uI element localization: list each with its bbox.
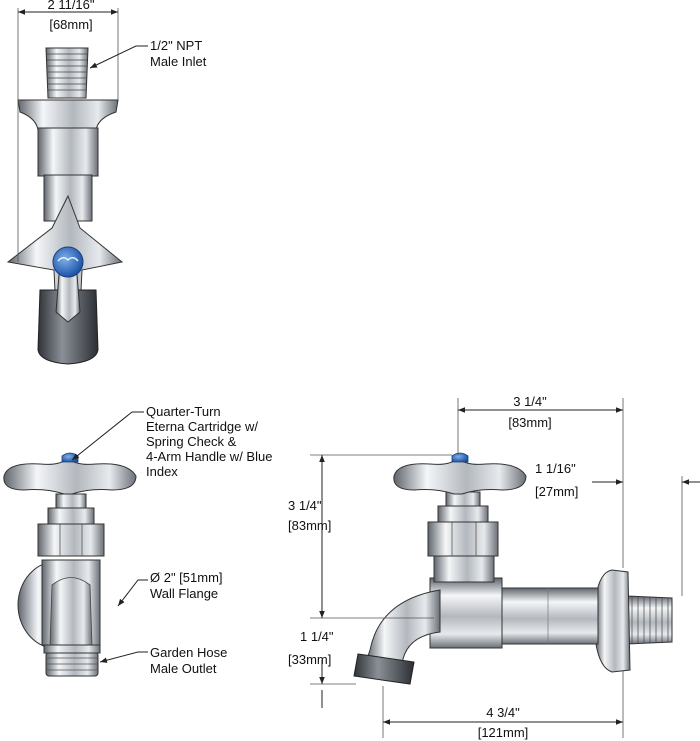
hex-nut xyxy=(37,523,105,557)
drop-mm: [33mm] xyxy=(288,652,331,667)
valve-body xyxy=(37,127,99,177)
outlet-spout xyxy=(37,289,99,365)
outlet-label-line2: Male Outlet xyxy=(150,661,217,676)
side-handle xyxy=(3,457,137,495)
flange-label-line1: Ø 2" [51mm] xyxy=(150,570,223,585)
side-view-left: Quarter-Turn Eterna Cartridge w/ Spring … xyxy=(3,404,272,677)
flange-label-line2: Wall Flange xyxy=(150,586,218,601)
wall-flange xyxy=(17,99,119,131)
overall-in: 4 3/4" xyxy=(486,705,520,720)
side-handle-right xyxy=(393,457,527,495)
height-in: 3 1/4" xyxy=(288,498,322,513)
front-width-in: 2 11/16" xyxy=(47,0,94,12)
curved-spout xyxy=(365,589,441,665)
inlet-len-mm: [27mm] xyxy=(535,484,578,499)
depth-top-in: 3 1/4" xyxy=(513,394,547,409)
blue-index-icon xyxy=(52,246,84,278)
hose-outlet-side xyxy=(353,653,415,685)
front-view: 2 11/16" [68mm] 1/2" NPT Male Inlet xyxy=(6,0,207,365)
cartridge-label-line3: Spring Check & xyxy=(146,434,237,449)
depth-top-mm: [83mm] xyxy=(508,415,551,430)
inlet-label-line2: Male Inlet xyxy=(150,54,207,69)
cartridge-label-line5: Index xyxy=(146,464,178,479)
cartridge-label-line2: Eterna Cartridge w/ xyxy=(146,419,258,434)
hex-nut-side xyxy=(427,521,499,557)
front-width-mm: [68mm] xyxy=(49,17,92,32)
overall-mm: [121mm] xyxy=(478,725,529,740)
height-mm: [83mm] xyxy=(288,518,331,533)
threaded-inlet-side xyxy=(625,595,673,645)
inlet-len-in: 1 1/16" xyxy=(535,461,576,476)
inlet-label-line1: 1/2" NPT xyxy=(150,38,202,53)
outlet-label-line1: Garden Hose xyxy=(150,645,227,660)
cartridge-label-line4: 4-Arm Handle w/ Blue xyxy=(146,449,272,464)
threaded-inlet xyxy=(45,47,89,99)
cartridge-label-line1: Quarter-Turn xyxy=(146,404,221,419)
drop-in: 1 1/4" xyxy=(300,629,334,644)
side-view-right: 3 1/4" [83mm] 1 1/16" [27mm] 3 1/4" [83m… xyxy=(288,394,700,740)
horizontal-body xyxy=(499,587,599,645)
wall-flange-side xyxy=(595,569,631,673)
